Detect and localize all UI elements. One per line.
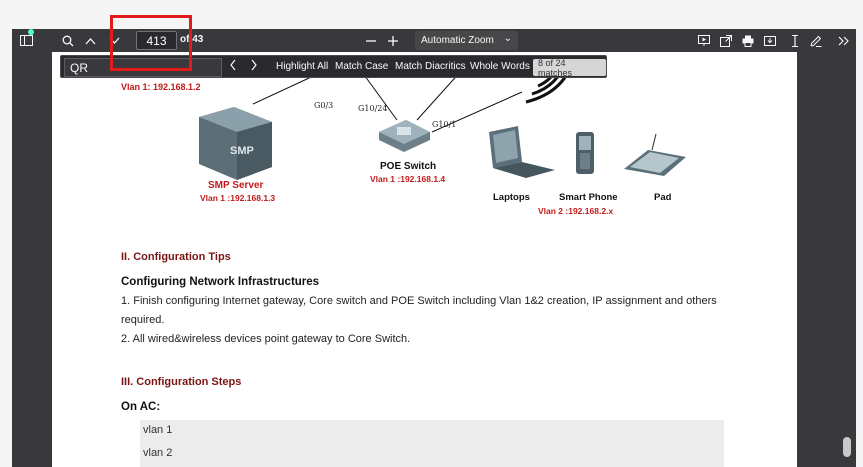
find-bar: QR Highlight All Match Case Match Diacri… <box>60 55 607 78</box>
highlight-annotation-box <box>110 15 192 71</box>
whole-words-toggle[interactable]: Whole Words <box>470 61 530 72</box>
code-line-2: vlan 2 <box>143 447 173 459</box>
match-case-toggle[interactable]: Match Case <box>335 61 389 72</box>
pdf-page: SMP <box>52 52 797 467</box>
laptops-label: Laptops <box>493 192 530 203</box>
open-file-button[interactable] <box>718 32 734 49</box>
text-cursor-icon <box>792 34 798 47</box>
match-diacritics-toggle[interactable]: Match Diacritics <box>395 61 466 72</box>
zoom-out-button[interactable] <box>364 32 378 49</box>
highlight-all-toggle[interactable]: Highlight All <box>276 61 329 72</box>
find-next-button[interactable] <box>250 59 258 74</box>
code-block <box>140 420 724 467</box>
section-3-title: III. Configuration Steps <box>121 376 242 388</box>
external-link-icon <box>720 34 732 47</box>
zoom-value: Automatic Zoom <box>421 35 494 46</box>
paragraph-line-2: 2. All wired&wireless devices point gate… <box>121 333 411 345</box>
client-vlan-label: Vlan 2 :192.168.2.x <box>538 206 614 216</box>
network-diagram <box>199 55 686 180</box>
match-count-badge: 8 of 24 matches <box>533 58 606 78</box>
zoom-select[interactable]: Automatic Zoom ⌄ <box>415 31 518 50</box>
smartphone-icon <box>576 132 594 174</box>
scrollbar-thumb[interactable] <box>843 437 851 457</box>
smp-box-text: SMP <box>230 145 254 157</box>
notification-dot-icon <box>28 29 34 35</box>
presentation-mode-button[interactable] <box>696 32 712 49</box>
section-2-title: II. Configuration Tips <box>121 251 231 263</box>
page-number-input[interactable]: 413 <box>136 31 177 50</box>
download-button[interactable] <box>762 32 778 49</box>
port-label-top: G0/3 <box>314 101 334 110</box>
chevron-right-icon <box>251 59 257 71</box>
code-line-1: vlan 1 <box>143 424 173 436</box>
plus-icon <box>388 35 398 46</box>
print-button[interactable] <box>740 32 756 49</box>
link-line-ap <box>431 91 523 133</box>
paragraph-line-1b: required. <box>121 314 165 326</box>
chevron-down-icon: ⌄ <box>503 33 512 44</box>
printer-icon <box>742 35 754 47</box>
sidebar-icon <box>19 35 33 46</box>
smp-server-label: SMP Server <box>208 180 264 191</box>
chevron-left-icon <box>230 59 236 71</box>
poe-switch-vlan: Vlan 1 :192.168.1.4 <box>370 174 446 184</box>
zoom-in-button[interactable] <box>386 32 400 49</box>
scrollbar-track[interactable] <box>838 52 856 467</box>
more-tools-button[interactable] <box>836 32 850 49</box>
poe-switch-icon <box>379 120 430 152</box>
pad-icon <box>624 133 686 176</box>
top-left-vlan-label: Vlan 1: 192.168.1.2 <box>121 82 201 92</box>
find-input[interactable]: QR <box>64 58 222 77</box>
subsection-title: Configuring Network Infrastructures <box>121 276 320 288</box>
laptop-icon <box>489 126 555 178</box>
search-icon <box>62 35 74 46</box>
poe-switch-label: POE Switch <box>380 161 437 172</box>
paragraph-line-1: 1. Finish configuring Internet gateway, … <box>121 295 717 307</box>
port-label-left: G10/24 <box>358 104 388 113</box>
smp-server-vlan: Vlan 1 :192.168.1.3 <box>200 193 276 203</box>
save-icon <box>764 36 776 46</box>
smp-server-icon <box>199 107 272 180</box>
text-tool-button[interactable] <box>788 32 802 49</box>
smartphone-label: Smart Phone <box>559 192 618 203</box>
port-label-right: G10/1 <box>432 120 457 129</box>
find-button[interactable] <box>60 32 76 49</box>
on-ac-label: On AC: <box>121 401 161 413</box>
sidebar-toggle-button[interactable] <box>18 29 34 49</box>
previous-page-button[interactable] <box>82 32 98 49</box>
minus-icon <box>366 39 376 42</box>
pad-label: Pad <box>654 192 672 203</box>
presentation-icon <box>698 35 710 46</box>
draw-tool-button[interactable] <box>808 32 824 49</box>
chevron-up-icon <box>85 37 95 44</box>
link-line-poe-right <box>416 69 463 121</box>
find-previous-button[interactable] <box>229 59 237 74</box>
double-chevron-right-icon <box>838 36 849 45</box>
link-line-poe-left <box>361 71 398 121</box>
pen-icon <box>810 35 822 47</box>
